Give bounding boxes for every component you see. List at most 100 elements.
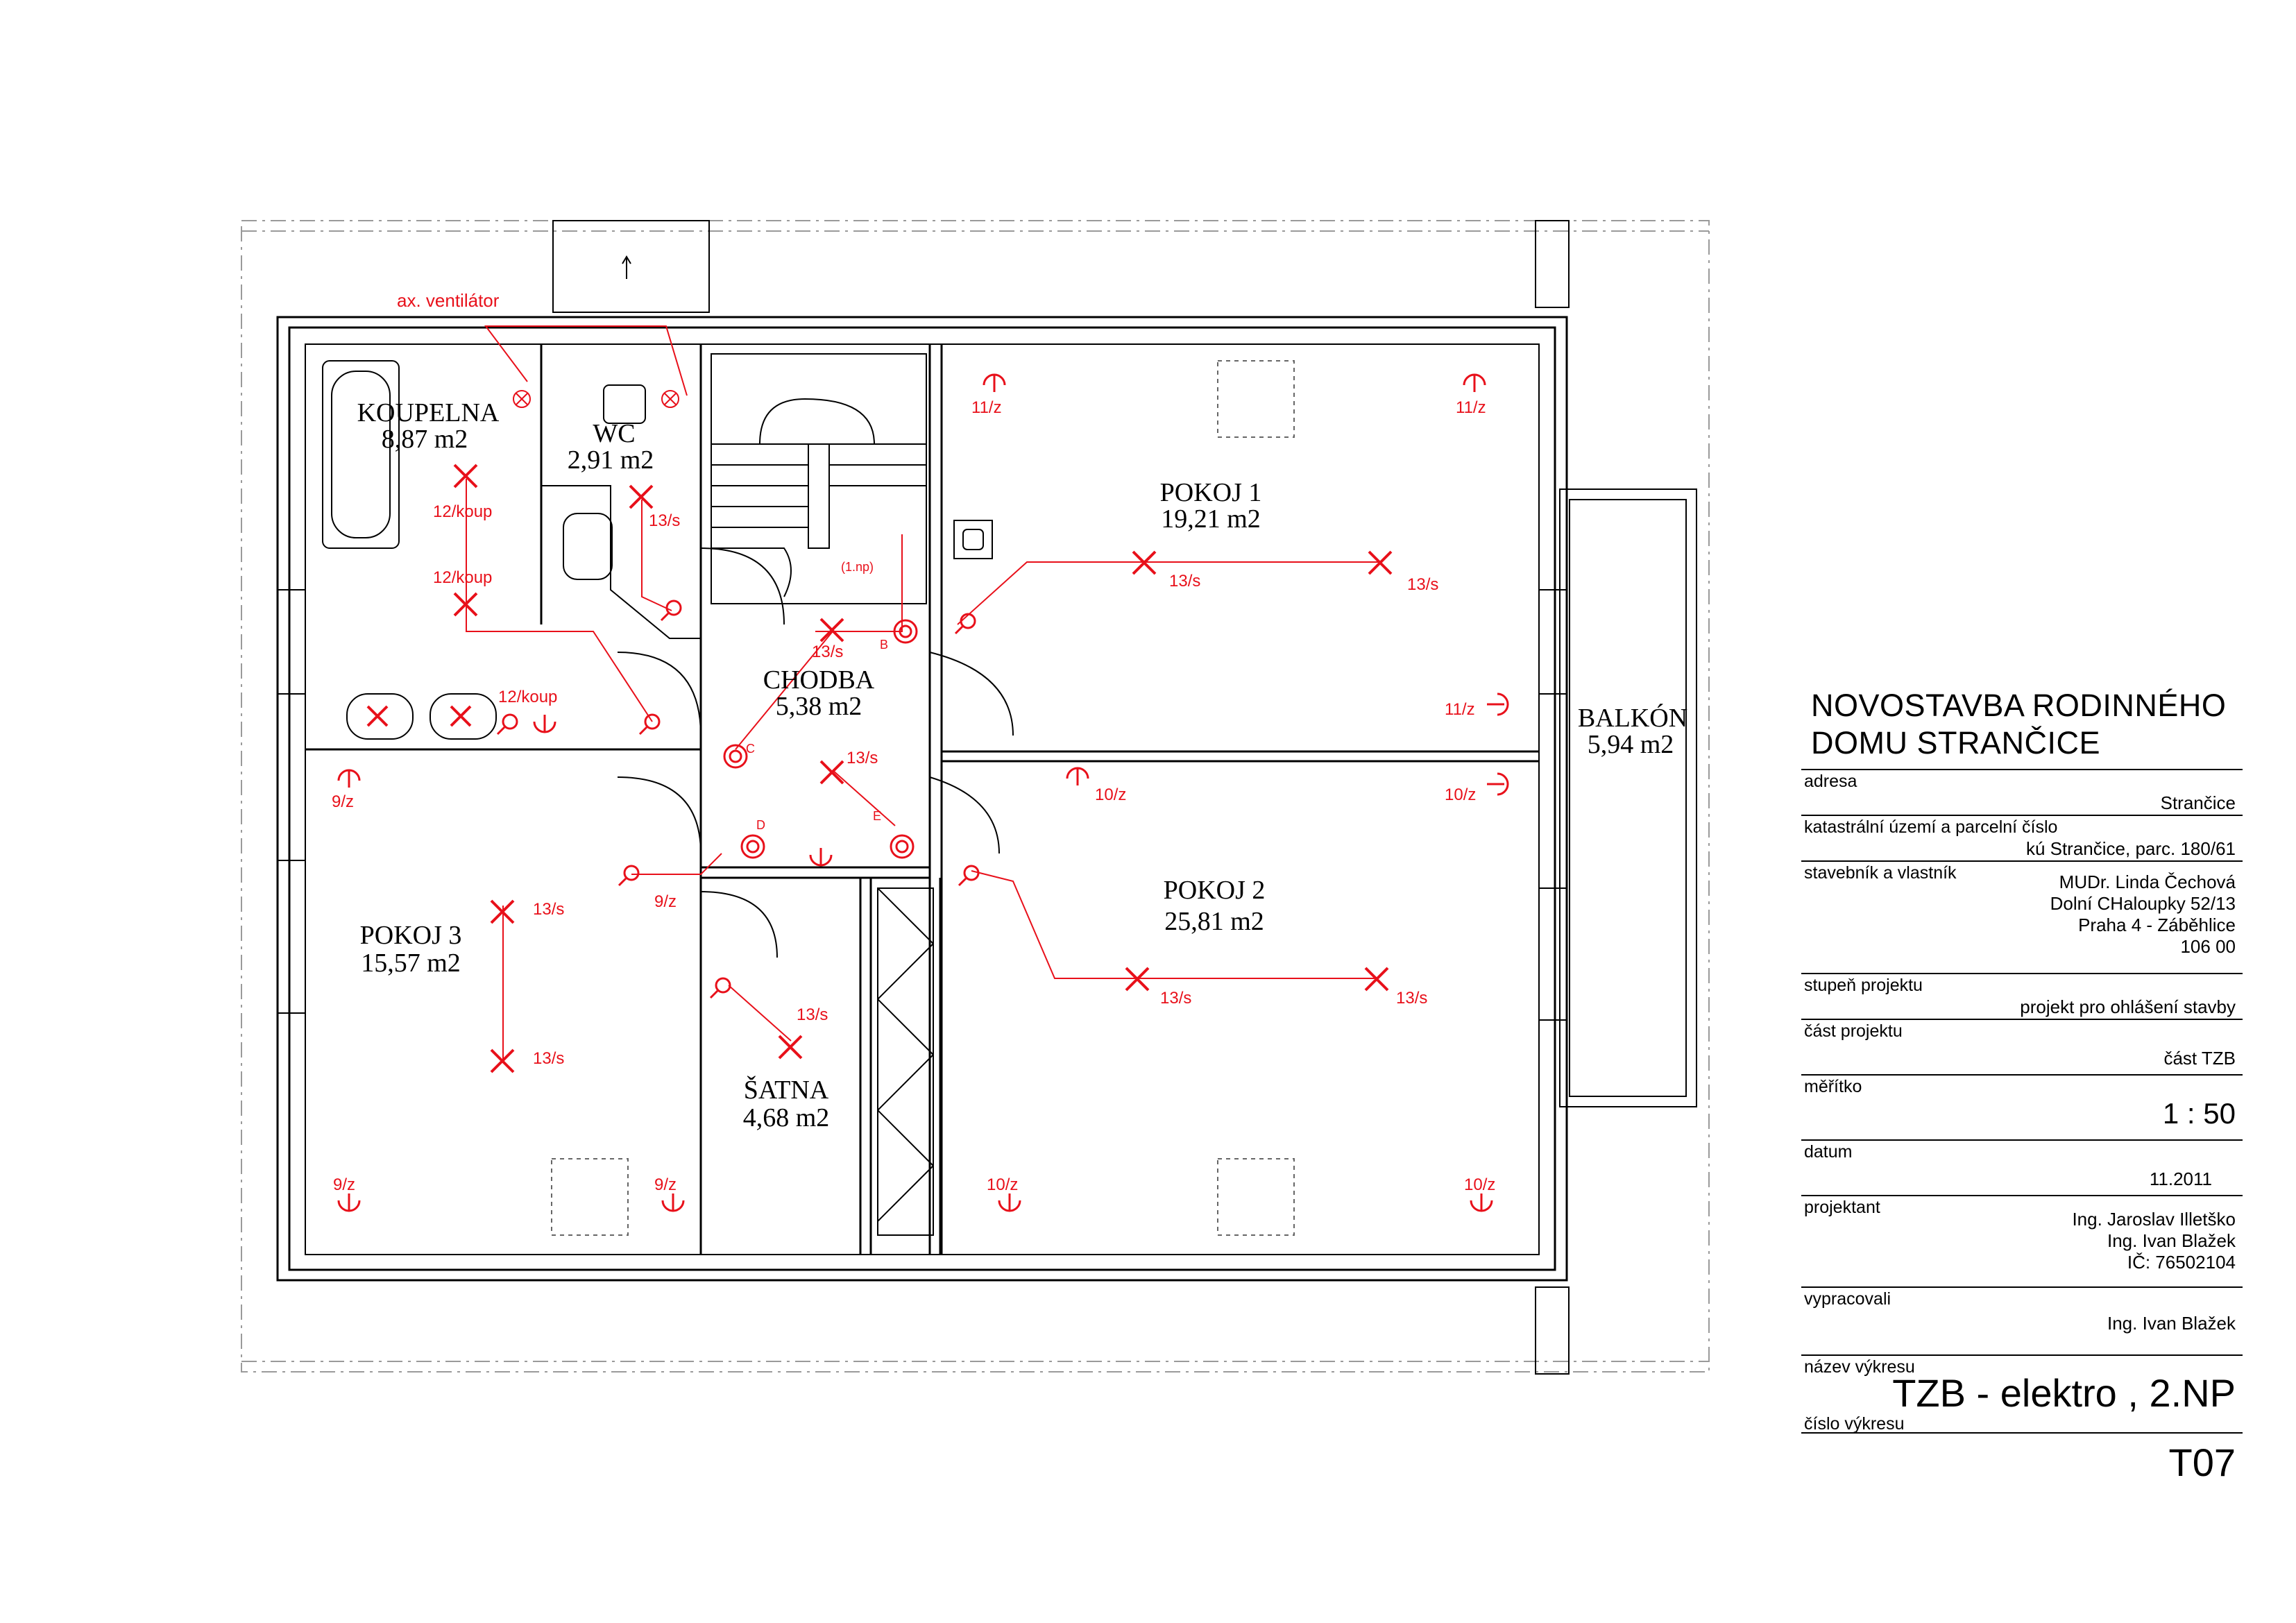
junction-boxes <box>723 619 918 859</box>
circuit-label: 12/koup <box>433 502 492 521</box>
date-value: 11.2011 <box>2149 1169 2212 1189</box>
roof-outline <box>241 220 1710 1373</box>
room-name: POKOJ 3 <box>360 921 462 950</box>
designer-row: projektant Ing. Jaroslav Illetško Ing. I… <box>1801 1195 2243 1286</box>
room-area: 25,81 m2 <box>1164 907 1264 936</box>
address-row: adresa Strančice <box>1801 769 2243 815</box>
vent-fans <box>513 390 679 408</box>
ventilator-label: ax. ventilátor <box>397 290 500 311</box>
project-title: NOVOSTAVBA RODINNÉHO DOMU STRANČICE <box>1811 688 2227 760</box>
room-area: 5,38 m2 <box>776 692 862 721</box>
scale-row: měřítko 1 : 50 <box>1801 1074 2243 1139</box>
outlet-label: 9/z <box>654 892 677 911</box>
designer-label: projektant <box>1804 1198 1880 1217</box>
stage-value: projekt pro ohlášení stavby <box>2020 996 2236 1017</box>
outlet-label: 10/z <box>987 1175 1018 1194</box>
cadastre-row: katastrální území a parcelní číslo kú St… <box>1801 815 2243 860</box>
room-name: POKOJ 1 <box>1160 478 1262 507</box>
interior-walls <box>305 344 1539 1255</box>
room-area: 8,87 m2 <box>382 425 468 454</box>
room-area: 5,94 m2 <box>1588 730 1674 759</box>
outlet-label: 11/z <box>1445 700 1475 719</box>
wiring <box>466 325 1381 1062</box>
circuit-label: 12/koup <box>433 568 492 587</box>
scale-value: 1 : 50 <box>2162 1097 2236 1130</box>
room-area: 15,57 m2 <box>361 949 461 978</box>
light-fixtures <box>366 464 1393 1073</box>
designer-value: Ing. Jaroslav Illetško Ing. Ivan Blažek … <box>2072 1209 2236 1273</box>
prepared-row: vypracovali Ing. Ivan Blažek <box>1801 1286 2243 1354</box>
outlet-label: 10/z <box>1095 785 1126 804</box>
outlet-label: 10/z <box>1464 1175 1495 1194</box>
room-name: KOUPELNA <box>357 398 500 427</box>
room-name: POKOJ 2 <box>1164 876 1266 905</box>
junction-letter: D <box>756 818 765 832</box>
circuit-label: 12/koup <box>498 688 557 706</box>
stage-label: stupeň projektu <box>1804 976 1923 995</box>
drawing-no-value: T07 <box>2168 1441 2236 1484</box>
address-value: Strančice <box>2160 792 2236 813</box>
circuit-label: 13/s <box>1160 989 1191 1008</box>
windows <box>277 589 1567 1021</box>
outlet-label: 11/z <box>1456 398 1486 417</box>
room-name: BALKÓN <box>1578 704 1687 733</box>
part-value: část TZB <box>2163 1048 2236 1069</box>
owner-label: stavebník a vlastník <box>1804 863 1957 883</box>
outlet-label: 9/z <box>654 1175 677 1194</box>
prepared-value: Ing. Ivan Blažek <box>2107 1313 2236 1334</box>
title-block: NOVOSTAVBA RODINNÉHO DOMU STRANČICE adre… <box>1801 687 2243 1561</box>
outer-walls <box>276 316 1568 1282</box>
circuit-label: 13/s <box>797 1005 828 1024</box>
outlet-label: 9/z <box>333 1175 355 1194</box>
room-name: ŠATNA <box>744 1076 829 1105</box>
outlet-label: 10/z <box>1445 785 1476 804</box>
doors <box>617 547 1014 958</box>
staircase <box>711 353 927 604</box>
circuit-label: 13/s <box>847 749 878 767</box>
chimney <box>552 220 1570 1375</box>
drawing-name-value: TZB - elektro , 2.NP <box>1892 1371 2236 1415</box>
circuit-label: (1.np) <box>841 560 874 574</box>
stage-row: stupeň projektu projekt pro ohlášení sta… <box>1801 973 2243 1019</box>
room-area: 2,91 m2 <box>568 445 654 475</box>
cadastre-value: kú Strančice, parc. 180/61 <box>2025 838 2236 859</box>
room-name: WC <box>593 419 635 448</box>
circuit-label: 13/s <box>1396 989 1427 1008</box>
date-label: datum <box>1804 1142 1853 1162</box>
circuit-label: 13/s <box>533 1049 564 1068</box>
room-name: CHODBA <box>763 665 875 695</box>
date-row: datum 11.2011 <box>1801 1139 2243 1195</box>
outlet-label: 9/z <box>332 792 354 811</box>
junction-letter: E <box>873 809 881 823</box>
wardrobe <box>877 887 934 1236</box>
circuit-label: 13/s <box>1169 572 1200 590</box>
owner-row: stavebník a vlastník MUDr. Linda Čechová… <box>1801 860 2243 973</box>
room-area: 4,68 m2 <box>743 1103 830 1132</box>
outlet-label: 11/z <box>971 398 1002 417</box>
cadastre-label: katastrální území a parcelní číslo <box>1804 817 2058 837</box>
owner-value: MUDr. Linda Čechová Dolní CHaloupky 52/1… <box>2050 872 2236 957</box>
bathroom-fixtures <box>322 360 993 740</box>
part-row: část projektu část TZB <box>1801 1019 2243 1074</box>
skylights <box>551 360 1295 1236</box>
room-area: 19,21 m2 <box>1161 504 1261 534</box>
electrical-annotations: ax. ventilátor 12/koup 12/koup 12/koup (… <box>332 290 1495 1194</box>
drawing-no-label: číslo výkresu <box>1804 1414 1905 1434</box>
circuit-label: 13/s <box>649 511 680 530</box>
room-labels: KOUPELNA 8,87 m2 WC 2,91 m2 POKOJ 1 19,2… <box>357 398 1688 1132</box>
circuit-label: 13/s <box>1407 575 1438 594</box>
balcony <box>1559 488 1697 1107</box>
scale-label: měřítko <box>1804 1077 1862 1096</box>
junction-letter: C <box>746 742 755 756</box>
junction-letter: B <box>880 638 888 652</box>
sockets <box>337 373 1509 1212</box>
switches <box>496 600 980 999</box>
drawing-name-row: název výkresu TZB - elektro , 2.NP <box>1801 1354 2243 1432</box>
drawing-no-row: číslo výkresu T07 <box>1801 1414 2243 1503</box>
circuit-label: 13/s <box>812 643 843 661</box>
part-label: část projektu <box>1804 1021 1903 1041</box>
drawing-name-label: název výkresu <box>1804 1357 1915 1377</box>
prepared-label: vypracovali <box>1804 1289 1891 1309</box>
circuit-label: 13/s <box>533 900 564 919</box>
